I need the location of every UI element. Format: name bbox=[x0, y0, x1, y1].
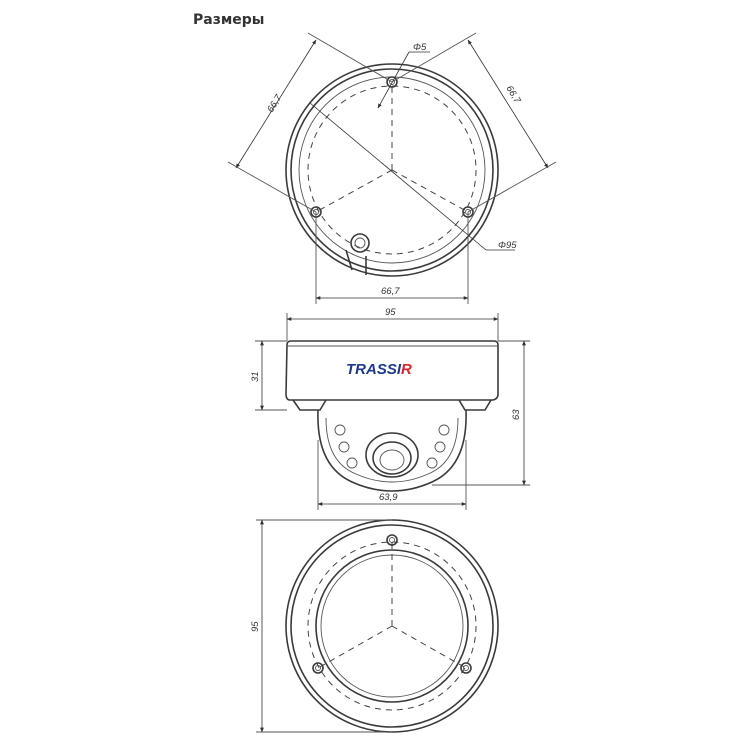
side-ear-left bbox=[292, 399, 327, 411]
top-view: Φ5 Φ95 66,7 66,7 66,7 bbox=[227, 32, 557, 304]
side-total-height-label: 63 bbox=[511, 409, 522, 420]
side-base-height-label: 31 bbox=[250, 371, 261, 382]
top-hole-diameter-label: Φ5 bbox=[413, 42, 427, 53]
top-radial-2 bbox=[315, 169, 393, 213]
bottom-screw-hole-1 bbox=[386, 534, 398, 546]
side-view: TRASSIR 95 31 63 63,9 bbox=[250, 307, 530, 510]
top-hole-leader bbox=[377, 51, 410, 109]
bottom-inner-ring bbox=[315, 549, 469, 703]
top-hidden-ring bbox=[307, 85, 477, 255]
side-ir-leds bbox=[334, 424, 450, 469]
bottom-screw-hole-3 bbox=[460, 662, 472, 674]
side-dome-width-label: 63,9 bbox=[379, 492, 398, 503]
top-bolt-spacing-right-label: 66,7 bbox=[503, 84, 523, 106]
side-base-housing bbox=[285, 340, 499, 401]
brand-logo: TRASSIR bbox=[346, 361, 412, 378]
top-outer-diameter-label: Φ95 bbox=[498, 240, 517, 251]
bottom-hidden-ring bbox=[307, 541, 477, 711]
top-diameter-line bbox=[309, 102, 487, 251]
top-bolt-spacing-left-label: 66,7 bbox=[265, 92, 285, 114]
top-dim-left bbox=[235, 39, 317, 169]
bottom-view: 95 bbox=[250, 519, 499, 733]
section-heading: Размеры bbox=[193, 12, 265, 28]
side-ear-right bbox=[458, 399, 492, 411]
side-width-label: 95 bbox=[385, 307, 396, 318]
side-dome bbox=[317, 409, 467, 492]
top-dim-right bbox=[467, 39, 549, 169]
bottom-diameter-label: 95 bbox=[250, 621, 261, 632]
top-outer-ring bbox=[285, 63, 499, 277]
bottom-screw-hole-2 bbox=[312, 662, 324, 674]
top-outer-ring-inner bbox=[290, 68, 494, 272]
top-bolt-spacing-bottom-label: 66,7 bbox=[381, 286, 400, 297]
top-screw-hole-1 bbox=[386, 76, 398, 88]
top-cable-outlet bbox=[345, 233, 370, 275]
side-lens bbox=[365, 432, 419, 478]
top-radial-3 bbox=[391, 169, 469, 213]
